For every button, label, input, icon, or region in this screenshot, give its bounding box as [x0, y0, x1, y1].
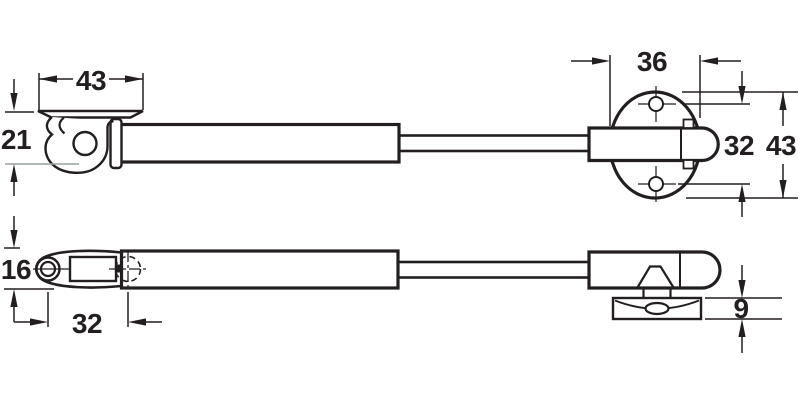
- arrowhead-left: [128, 318, 146, 326]
- dim-bracket-height: 21: [1, 79, 79, 196]
- arrowhead-right: [125, 75, 143, 83]
- catch-plate-slot: [644, 301, 670, 316]
- dim-value-32: 32: [724, 130, 754, 161]
- piston-rod: [395, 260, 591, 279]
- arrowhead-right: [592, 57, 610, 65]
- dim-value-36: 36: [637, 46, 667, 77]
- dim-value-21: 21: [1, 124, 31, 155]
- dim-value-32: 32: [72, 308, 102, 339]
- end-fitting-body: [587, 250, 722, 290]
- arrowhead-left: [700, 57, 718, 65]
- dim-value-16: 16: [1, 254, 31, 285]
- hidden-pivot-circle: [114, 255, 142, 283]
- arrowhead-up: [10, 164, 18, 182]
- arrowhead-left: [39, 75, 57, 83]
- arrowhead-up: [738, 184, 746, 202]
- end-fitting-body: [587, 126, 720, 163]
- dim-eyelet-to-pivot: 32: [14, 292, 162, 339]
- bracket-inner-edge: [58, 116, 66, 135]
- dim-plate-width: 36: [571, 46, 741, 77]
- rod-end-fitting: [587, 250, 722, 321]
- clip-tab-top: [682, 118, 695, 129]
- hidden-pivot: [109, 251, 148, 287]
- cylinder-tube: [119, 249, 400, 290]
- dim-hole-spacing: 32: [678, 71, 755, 217]
- dim-bracket-width: 43: [38, 65, 144, 110]
- top-view: 43 21 36 32: [1, 46, 798, 217]
- dim-plate-height: 43: [682, 91, 798, 199]
- arrowhead-down: [10, 230, 18, 248]
- arrowhead-down: [738, 280, 746, 298]
- dim-value-9: 9: [733, 293, 748, 324]
- rod-end-fitting: [587, 118, 720, 170]
- tube-end-cap: [109, 117, 123, 170]
- bracket-plate: [37, 109, 144, 119]
- dim-eyelet-height: 16: [1, 216, 54, 322]
- arrowhead-down: [10, 93, 18, 111]
- arrowhead-up: [10, 289, 18, 307]
- arrowhead-down: [738, 86, 746, 104]
- dim-value-43: 43: [76, 65, 106, 96]
- arrowhead-right: [30, 318, 48, 326]
- screw-hole-bottom: [648, 176, 664, 192]
- screw-hole-top: [648, 96, 664, 112]
- dim-value-43: 43: [766, 130, 796, 161]
- latch-wedge: [636, 265, 675, 289]
- mounting-bracket: [37, 109, 144, 174]
- bottom-view: 16 32 9: [1, 216, 782, 353]
- arrowhead-down: [779, 180, 787, 198]
- pivot-hole: [72, 130, 98, 157]
- arrowhead-up: [738, 319, 746, 337]
- piston-rod: [397, 134, 592, 153]
- cylinder-tube: [118, 122, 401, 164]
- clip-tab-bottom: [682, 159, 695, 170]
- arrowhead-up: [779, 92, 787, 110]
- eyelet-details: [33, 255, 121, 283]
- dim-plate-thickness: 9: [705, 265, 782, 353]
